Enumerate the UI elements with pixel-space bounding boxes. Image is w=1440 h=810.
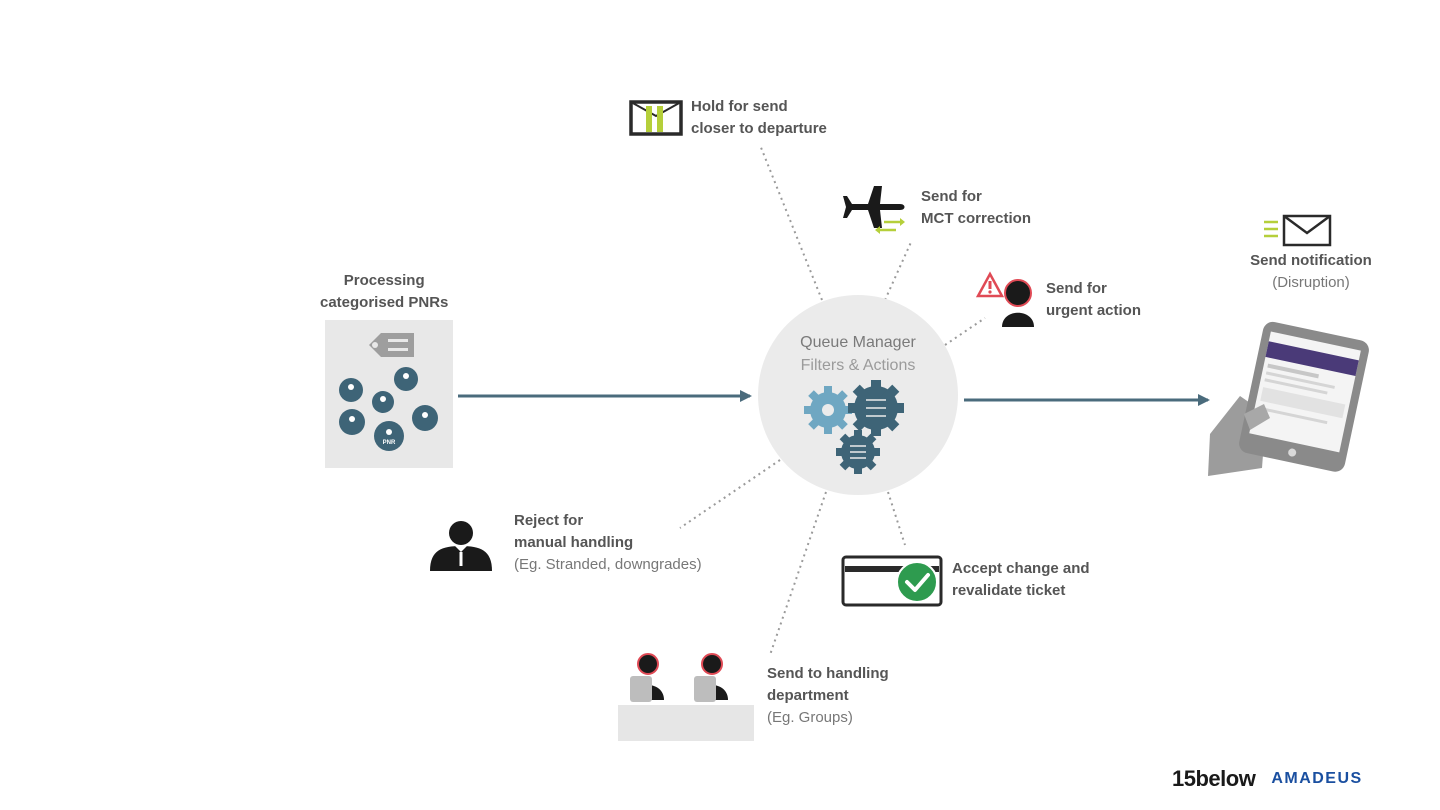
agents-desk-icon — [618, 653, 754, 741]
reject-label: Reject for manual handling (Eg. Stranded… — [514, 510, 702, 576]
handling-line2: department — [767, 687, 849, 704]
mct-label: Send for MCT correction — [921, 186, 1031, 230]
source-label: Processing categorised PNRs — [320, 270, 448, 314]
hold-label: Hold for send closer to departure — [691, 96, 827, 140]
hub-title: Queue Manager — [800, 334, 916, 351]
handling-label: Send to handling department (Eg. Groups) — [767, 663, 889, 729]
connector-urgent — [944, 317, 986, 346]
reject-note: (Eg. Stranded, downgrades) — [514, 556, 702, 573]
ticket-check-icon — [841, 555, 943, 607]
hub-label: Queue Manager Filters & Actions — [758, 331, 958, 377]
connector-hold — [759, 144, 823, 301]
handling-line1: Send to handling — [767, 665, 889, 682]
tablet-hand-icon — [1208, 321, 1369, 476]
reject-line2: manual handling — [514, 534, 634, 551]
accept-line2: revalidate ticket — [952, 582, 1066, 599]
connector-reject — [679, 459, 781, 529]
hold-line1: Hold for send — [691, 98, 788, 115]
gears-icon — [804, 380, 904, 474]
connector-handling — [769, 491, 827, 656]
pnr-cluster-icon: PNR — [339, 367, 438, 451]
pnr-tag-text: PNR — [383, 440, 396, 446]
hub — [758, 295, 958, 495]
connector-accept — [887, 491, 906, 546]
hub-subtitle: Filters & Actions — [800, 357, 916, 374]
connector-lines — [679, 144, 986, 656]
connector-mct — [884, 239, 913, 301]
reject-line1: Reject for — [514, 512, 584, 529]
envelope-icon — [1264, 214, 1332, 247]
notification-line1: Send notification — [1250, 252, 1372, 269]
notification-label: Send notification (Disruption) — [1236, 250, 1386, 294]
notification-note: (Disruption) — [1272, 274, 1350, 291]
mct-line2: MCT correction — [921, 210, 1032, 227]
source-line1: Processing — [343, 272, 425, 289]
mail-hold-icon — [629, 100, 683, 136]
businessman-icon — [430, 521, 492, 571]
accept-label: Accept change and revalidate ticket — [952, 558, 1090, 602]
logo-15below: 15below — [1172, 766, 1256, 791]
urgent-line2: urgent action — [1046, 302, 1142, 319]
handling-note: (Eg. Groups) — [767, 709, 853, 726]
footer-logos: 15below AMADEUS — [1172, 764, 1363, 794]
urgent-label: Send for urgent action — [1046, 278, 1141, 322]
source-box: PNR — [325, 320, 453, 468]
agent-alert-icon — [975, 271, 1034, 327]
urgent-line1: Send for — [1046, 280, 1107, 297]
accept-line1: Accept change and — [952, 560, 1090, 577]
bag-tag-icon — [369, 333, 414, 357]
logo-amadeus: AMADEUS — [1271, 770, 1363, 787]
hold-line2: closer to departure — [691, 120, 827, 137]
airplane-icon — [843, 186, 905, 234]
mct-line1: Send for — [921, 188, 982, 205]
source-line2: categorised PNRs — [320, 294, 449, 311]
